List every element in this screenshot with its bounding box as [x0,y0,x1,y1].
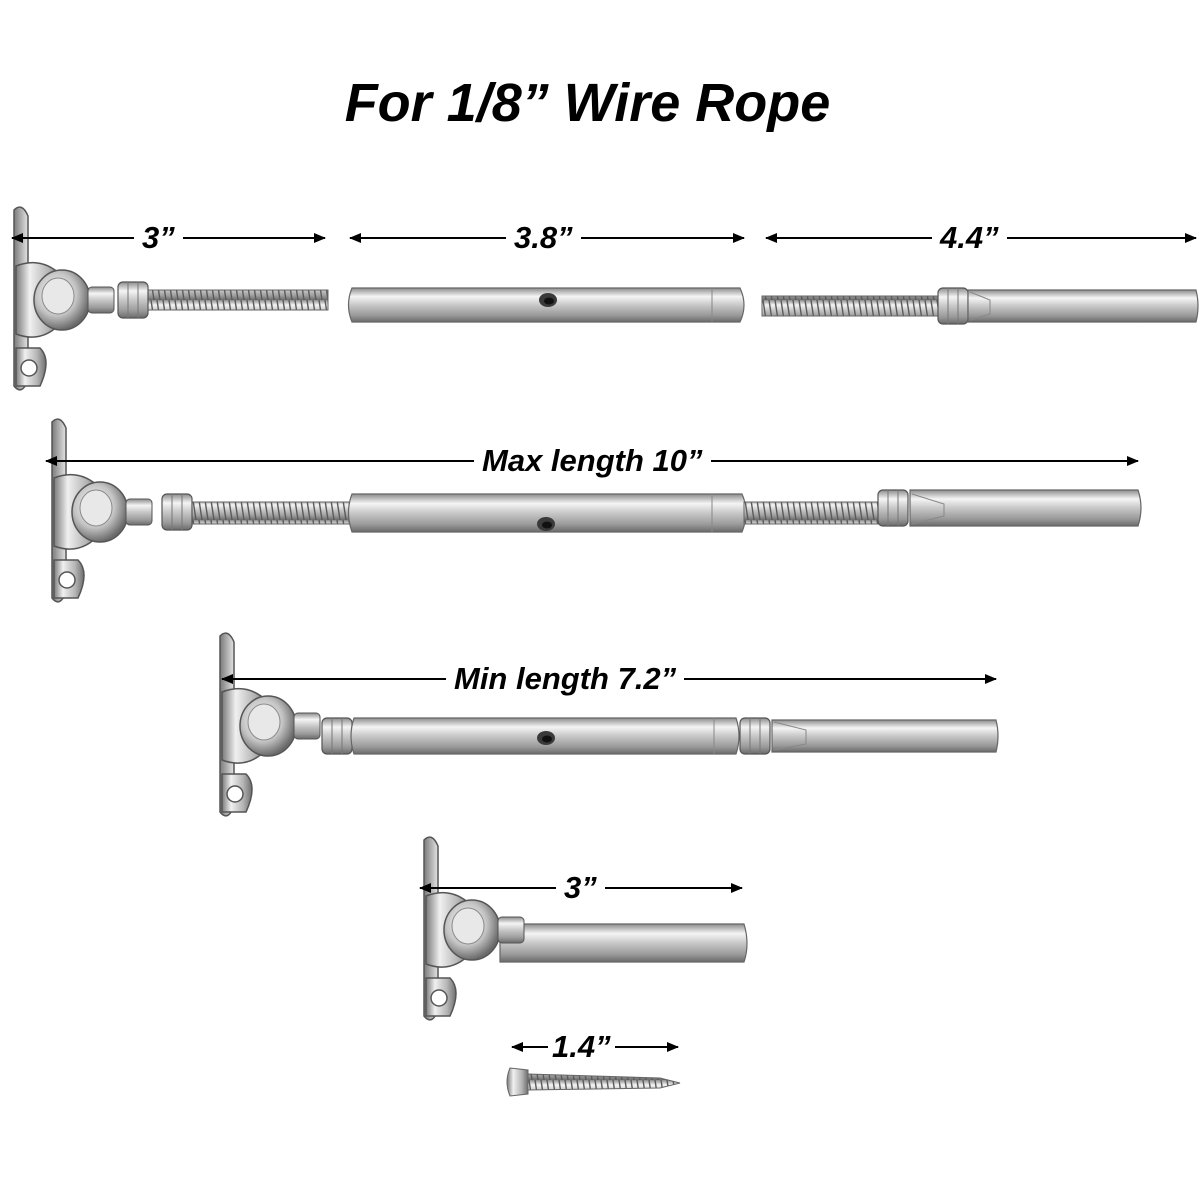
dimension-label-deck-toggle-stud: 3” [134,220,183,256]
swage-stud-part [761,287,1199,325]
dimension-label-deck-toggle-swage: 3” [556,870,605,906]
assembly-max-length [51,418,1142,603]
dimension-label-lag-screw: 1.4” [548,1029,615,1065]
assembly-min-length [219,632,999,817]
page-title: For 1/8” Wire Rope [344,73,831,133]
dimension-label-turnbuckle-body: 3.8” [506,220,581,256]
dimension-label-max-length: Max length 10” [474,443,711,479]
dimension-label-min-length: Min length 7.2” [446,661,685,697]
deck-toggle-swage-part [423,836,748,1021]
turnbuckle-body-part [347,287,745,323]
deck-toggle-stud-part [13,206,329,391]
dimension-label-swage-stud: 4.4” [932,220,1007,256]
lag-screw-part [506,1067,681,1097]
